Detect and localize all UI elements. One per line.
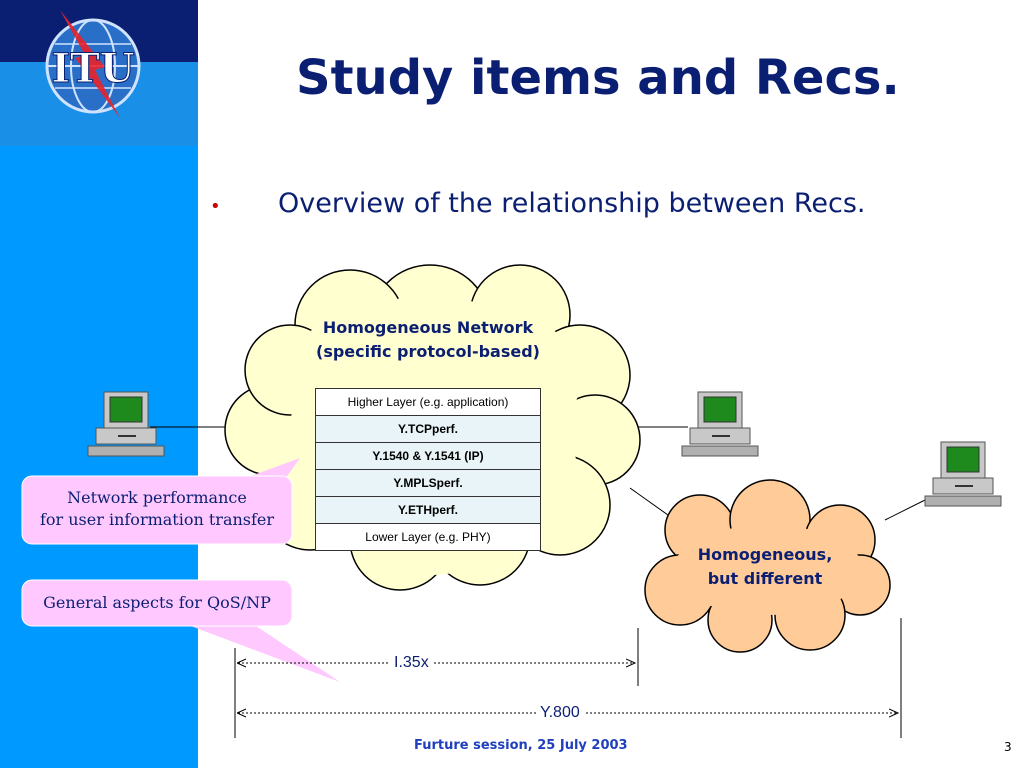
dim-i35x-label: I.35x: [390, 654, 433, 672]
layer-cell-lower: Lower Layer (e.g. PHY): [315, 523, 541, 551]
slide-title: Study items and Recs.: [296, 50, 900, 106]
computer-right-icon: [924, 441, 1002, 507]
layer-cell-mplsperf: Y.MPLSperf.: [315, 469, 541, 497]
layer-row: Y.ETHperf.: [315, 496, 541, 524]
callout-np-line1: Network performance: [67, 488, 247, 507]
callout-np-line2: for user information transfer: [39, 510, 275, 529]
layer-row: Y.MPLSperf.: [315, 469, 541, 497]
layer-cell-ip: Y.1540 & Y.1541 (IP): [315, 442, 541, 470]
layer-row: Higher Layer (e.g. application): [315, 388, 541, 416]
dim-y800-label: Y.800: [536, 704, 584, 722]
second-cloud-label-line2: but different: [707, 569, 823, 588]
logo-text: ITU: [51, 45, 134, 92]
layer-row: Y.TCPperf.: [315, 415, 541, 443]
computer-middle-icon: [681, 391, 759, 457]
second-cloud-label: Homogeneous, but different: [680, 543, 850, 591]
main-cloud-label-line2: (specific protocol-based): [316, 342, 540, 361]
bullet-text: Overview of the relationship between Rec…: [278, 188, 866, 219]
layer-cell-tcpperf: Y.TCPperf.: [315, 415, 541, 443]
computer-left-icon: [87, 391, 165, 457]
bullet-icon: •: [210, 196, 221, 217]
link-to-second-cloud: [629, 487, 676, 521]
footer-text: Furture session, 25 July 2003: [414, 738, 628, 753]
main-cloud-label-line1: Homogeneous Network: [322, 318, 534, 337]
link-right: [884, 499, 926, 521]
callout-np-box: [21, 475, 293, 545]
callout-qos-box: [21, 579, 293, 627]
protocol-layer-table: Higher Layer (e.g. application) Y.TCPper…: [315, 388, 541, 551]
callout-qos-text: General aspects for QoS/NP: [43, 593, 271, 612]
callout-np-text: Network performance for user information…: [22, 487, 292, 531]
layer-row: Lower Layer (e.g. PHY): [315, 523, 541, 551]
main-cloud-label: Homogeneous Network (specific protocol-b…: [300, 316, 556, 364]
second-cloud-label-line1: Homogeneous,: [697, 545, 833, 564]
layer-row: Y.1540 & Y.1541 (IP): [315, 442, 541, 470]
callout-qos-tail: [180, 622, 340, 682]
layer-cell-higher: Higher Layer (e.g. application): [315, 388, 541, 416]
itu-logo: ITU: [0, 0, 198, 146]
page-number: 3: [1004, 740, 1012, 754]
layer-cell-ethperf: Y.ETHperf.: [315, 496, 541, 524]
itu-globe-icon: ITU: [45, 10, 141, 118]
